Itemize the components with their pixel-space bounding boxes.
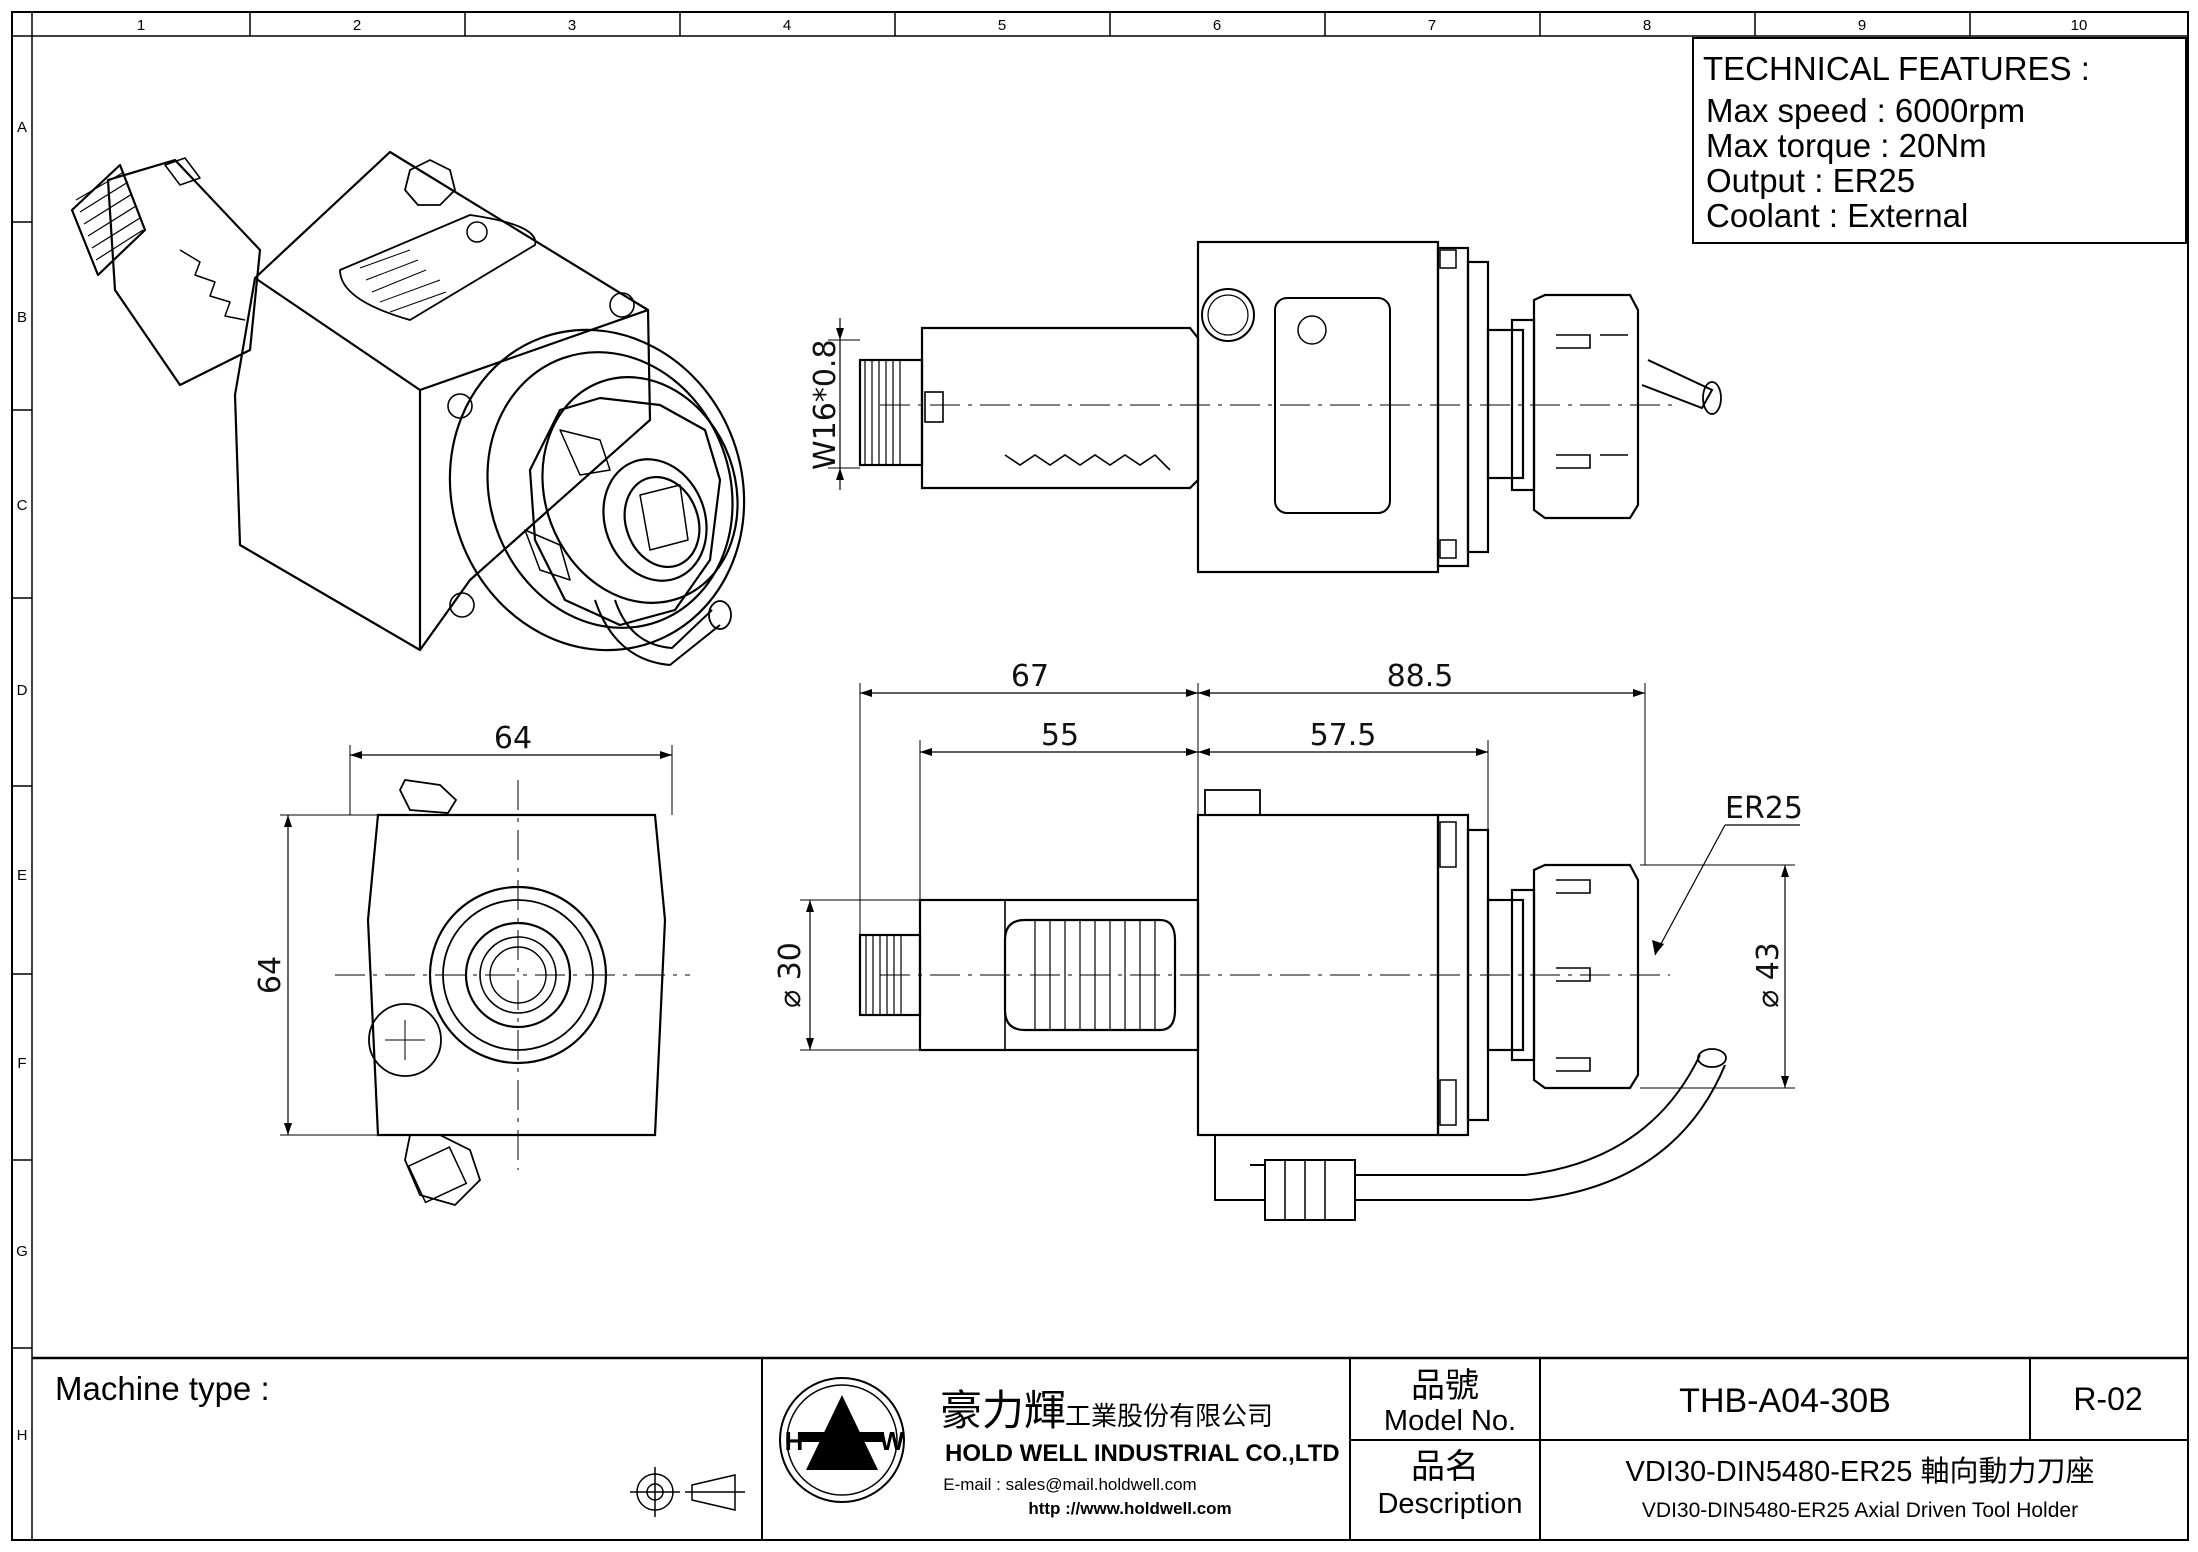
company-name-en: HOLD WELL INDUSTRIAL CO.,LTD bbox=[945, 1440, 1340, 1467]
grid-col-4: 4 bbox=[783, 17, 791, 34]
logo-letter-h: H bbox=[785, 1426, 804, 1456]
grid-row-f: F bbox=[17, 1055, 26, 1072]
grid-row-e: E bbox=[17, 867, 27, 884]
grid-col-1: 1 bbox=[137, 17, 145, 34]
company-name-cn-suffix: 工業股份有限公司 bbox=[1065, 1401, 1273, 1431]
grid-row-b: B bbox=[17, 309, 27, 326]
grid-col-7: 7 bbox=[1428, 17, 1436, 34]
side-dimensions: 67 88.5 55 57.5 ⌀ 30 ⌀ 43 ER25 bbox=[773, 659, 1803, 1089]
projection-symbol bbox=[630, 1467, 745, 1517]
dia-43-label: ⌀ 43 bbox=[1751, 942, 1786, 1008]
spline-dimension: W16*0.8 bbox=[808, 318, 860, 490]
grid-col-2: 2 bbox=[353, 17, 361, 34]
company-email: E-mail : sales@mail.holdwell.com bbox=[943, 1475, 1196, 1494]
front-height-label: 64 bbox=[253, 956, 288, 994]
front-width-label: 64 bbox=[494, 721, 532, 756]
company-website: http ://www.holdwell.com bbox=[1028, 1499, 1231, 1518]
drawing-frame: 1 2 3 4 5 6 7 8 9 10 A B C D E F G H bbox=[11, 11, 2189, 1541]
description-en: VDI30-DIN5480-ER25 Axial Driven Tool Hol… bbox=[1642, 1499, 2078, 1522]
feature-coolant: Coolant : External bbox=[1706, 197, 1968, 234]
grid-col-10: 10 bbox=[2071, 17, 2088, 34]
dim-55-label: 55 bbox=[1041, 718, 1079, 753]
grid-col-9: 9 bbox=[1858, 17, 1866, 34]
spline-dim-label: W16*0.8 bbox=[808, 339, 843, 470]
model-label-en: Model No. bbox=[1384, 1405, 1516, 1437]
logo-letter-w: W bbox=[880, 1426, 905, 1456]
title-block: Machine type : H W 豪力輝 工業股份有限公司 HOLD WEL… bbox=[32, 1356, 2188, 1540]
dim-88-5-label: 88.5 bbox=[1387, 659, 1454, 694]
description-label-en: Description bbox=[1377, 1488, 1522, 1520]
description-label-cn: 品名 bbox=[1411, 1448, 1479, 1486]
grid-row-a: A bbox=[17, 119, 27, 136]
grid-row-g: G bbox=[16, 1243, 28, 1260]
feature-max-speed: Max speed : 6000rpm bbox=[1706, 92, 2025, 129]
top-view bbox=[858, 240, 1722, 574]
model-number: THB-A04-30B bbox=[1679, 1382, 1891, 1420]
feature-output: Output : ER25 bbox=[1706, 162, 1915, 199]
model-label-cn: 品號 bbox=[1411, 1367, 1479, 1405]
dim-57-5-label: 57.5 bbox=[1310, 718, 1377, 753]
grid-row-h: H bbox=[17, 1427, 28, 1444]
feature-max-torque: Max torque : 20Nm bbox=[1706, 127, 1987, 164]
revision-code: R-02 bbox=[2073, 1381, 2142, 1417]
dia-30-label: ⌀ 30 bbox=[773, 942, 808, 1008]
grid-col-8: 8 bbox=[1643, 17, 1651, 34]
grid-row-d: D bbox=[17, 682, 28, 699]
company-name-cn: 豪力輝 bbox=[940, 1387, 1066, 1434]
front-dimensions: 64 64 bbox=[253, 721, 673, 1136]
front-view bbox=[335, 779, 690, 1207]
grid-col-6: 6 bbox=[1213, 17, 1221, 34]
dim-67-label: 67 bbox=[1011, 659, 1049, 694]
company-logo: H W bbox=[779, 1377, 905, 1503]
machine-type-label: Machine type : bbox=[55, 1370, 270, 1407]
isometric-view bbox=[70, 150, 746, 666]
er25-label: ER25 bbox=[1725, 791, 1803, 826]
side-view bbox=[858, 789, 1727, 1221]
grid-col-3: 3 bbox=[568, 17, 576, 34]
features-title: TECHNICAL FEATURES : bbox=[1703, 50, 2090, 87]
grid-col-5: 5 bbox=[998, 17, 1006, 34]
technical-features-box: TECHNICAL FEATURES : Max speed : 6000rpm… bbox=[1692, 37, 2187, 244]
description-cn: VDI30-DIN5480-ER25 軸向動力刀座 bbox=[1626, 1455, 2095, 1488]
grid-row-c: C bbox=[17, 497, 28, 514]
